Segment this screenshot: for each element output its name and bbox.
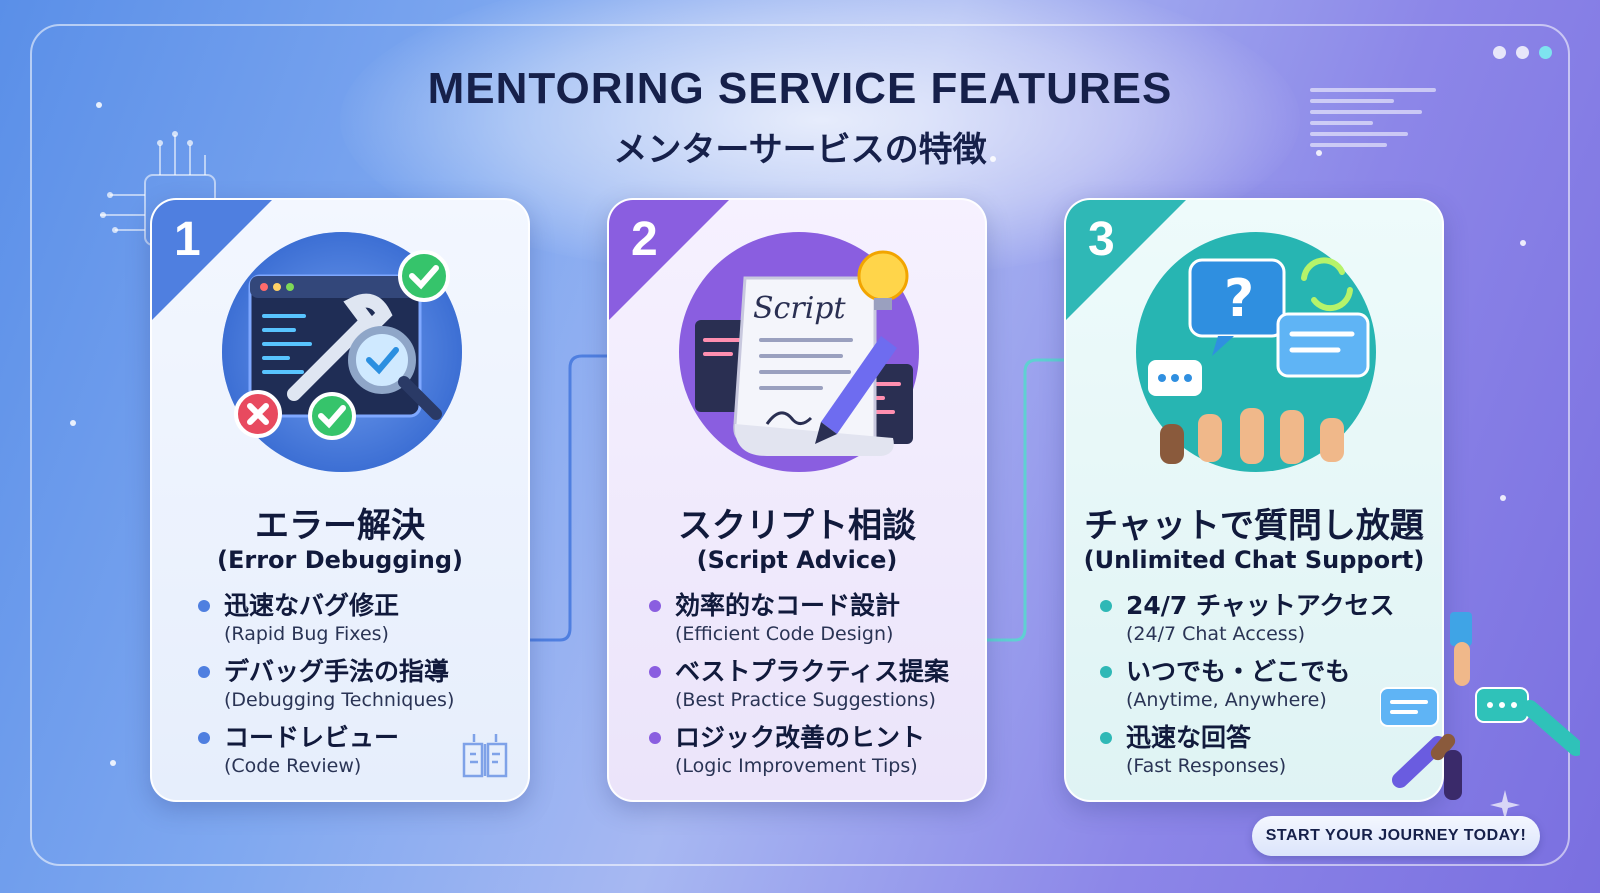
feature-card-script-advice: 2 Script スクリプト相談 (Script Advice) 効率的なコード… bbox=[607, 198, 987, 802]
page-subtitle: メンターサービスの特徴 bbox=[613, 130, 987, 170]
sparkle-dot bbox=[96, 102, 102, 108]
list-item: デバッグ手法の指導(Debugging Techniques) bbox=[198, 656, 454, 712]
page-title: MENTORING SERVICE FEATURES bbox=[427, 64, 1173, 113]
code-book-icon bbox=[462, 734, 508, 778]
card-number: 2 bbox=[631, 213, 658, 266]
card-number: 1 bbox=[174, 213, 201, 266]
svg-text:?: ? bbox=[1224, 269, 1254, 329]
window-dots-icon bbox=[1493, 46, 1552, 59]
sparkle-dot bbox=[110, 760, 116, 766]
card-number: 3 bbox=[1088, 213, 1115, 266]
card-title: エラー解決 bbox=[255, 506, 425, 546]
code-lines-decoration bbox=[1310, 88, 1450, 154]
sparkle-dot bbox=[1520, 240, 1526, 246]
list-item: いつでも・どこでも(Anytime, Anywhere) bbox=[1100, 656, 1395, 712]
sparkle-dot bbox=[1316, 150, 1322, 156]
list-item: コードレビュー(Code Review) bbox=[198, 722, 454, 778]
outer-frame bbox=[30, 24, 1570, 866]
feature-list: 効率的なコード設計(Efficient Code Design) ベストプラクテ… bbox=[649, 590, 949, 788]
list-item: ロジック改善のヒント(Logic Improvement Tips) bbox=[649, 722, 949, 778]
card-subtitle: (Unlimited Chat Support) bbox=[1083, 546, 1425, 574]
list-item: 迅速なバグ修正(Rapid Bug Fixes) bbox=[198, 590, 454, 646]
card-title: スクリプト相談 bbox=[678, 506, 916, 546]
feature-list: 24/7 チャットアクセス(24/7 Chat Access) いつでも・どこで… bbox=[1100, 590, 1395, 788]
list-item: 迅速な回答(Fast Responses) bbox=[1100, 722, 1395, 778]
list-item: 効率的なコード設計(Efficient Code Design) bbox=[649, 590, 949, 646]
sparkle-dot bbox=[1500, 495, 1506, 501]
list-item: ベストプラクティス提案(Best Practice Suggestions) bbox=[649, 656, 949, 712]
script-icon: Script bbox=[679, 232, 919, 472]
debugging-icon bbox=[222, 232, 462, 472]
script-label: Script bbox=[753, 291, 846, 326]
sparkle-dot bbox=[990, 156, 996, 162]
pointing-hands-icon bbox=[1380, 612, 1580, 800]
feature-card-error-debugging: 1 エラー解決 (Error Debugging) 迅速なバグ修正(Rapid … bbox=[150, 198, 530, 802]
card-subtitle: (Script Advice) bbox=[696, 546, 898, 574]
sparkle-dot bbox=[70, 420, 76, 426]
card-subtitle: (Error Debugging) bbox=[217, 546, 463, 574]
list-item: 24/7 チャットアクセス(24/7 Chat Access) bbox=[1100, 590, 1395, 646]
feature-list: 迅速なバグ修正(Rapid Bug Fixes) デバッグ手法の指導(Debug… bbox=[198, 590, 454, 788]
chat-support-icon: ? bbox=[1136, 232, 1376, 472]
card-title: チャットで質問し放題 bbox=[1084, 506, 1424, 546]
start-journey-button[interactable]: START YOUR JOURNEY TODAY! bbox=[1252, 816, 1540, 856]
sparkle-icon bbox=[1490, 790, 1520, 820]
